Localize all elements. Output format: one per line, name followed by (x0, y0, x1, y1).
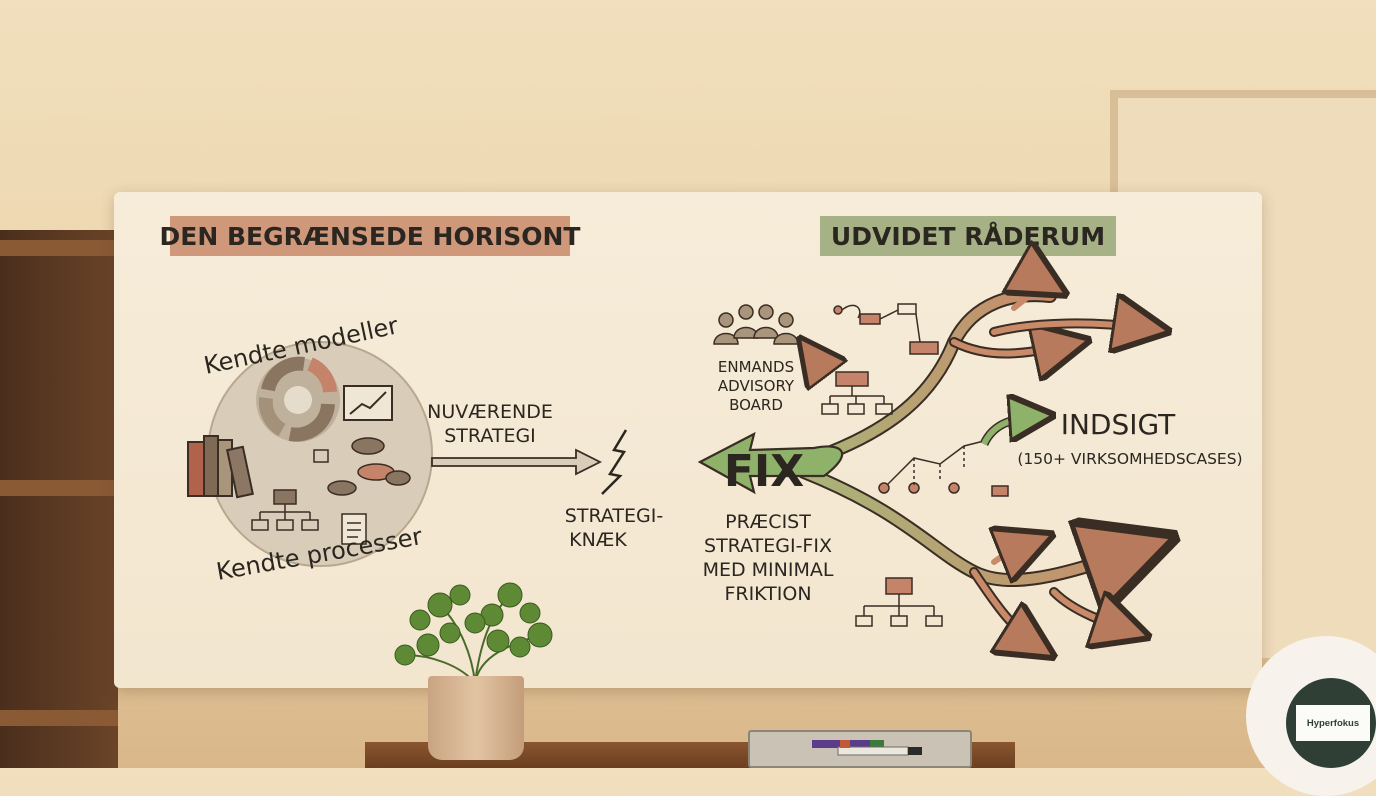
advisory-line2: ADVISORY (718, 377, 795, 395)
current-strategy-line2: STRATEGI (444, 425, 536, 447)
plant-pot (428, 676, 524, 760)
strategy-break-line1: STRATEGI- (565, 505, 663, 527)
right-title: UDVIDET RÅDERUM (820, 216, 1116, 256)
left-title-text: DEN BEGRÆNSEDE HORISONT (160, 222, 581, 251)
strategy-break: STRATEGI- KNÆK (565, 430, 663, 551)
lightning-icon (602, 430, 626, 494)
logo[interactable]: Hyperfokus (1296, 705, 1370, 741)
strategy-diagram: DEN BEGRÆNSEDE HORISONT UDVIDET RÅDERUM (114, 192, 1262, 688)
fix-desc-line4: FRIKTION (724, 583, 811, 605)
left-title: DEN BEGRÆNSEDE HORISONT (160, 216, 581, 256)
fix-label: FIX (724, 446, 804, 497)
advisory-board: ENMANDS ADVISORY BOARD (714, 305, 798, 414)
markers-icon (750, 732, 970, 766)
insight-detail: (150+ VIRKSOMHEDSCASES) (1017, 450, 1242, 468)
cycle-icon (256, 358, 340, 442)
insight-chart-icon (879, 440, 1008, 496)
mid-org-icon (804, 344, 892, 414)
insight: INDSIGT (150+ VIRKSOMHEDSCASES) (879, 408, 1243, 496)
branch-arrows (804, 287, 1160, 652)
advisory-line3: BOARD (729, 396, 783, 414)
current-strategy: NUVÆRENDE STRATEGI (427, 401, 600, 474)
strategy-break-line2: KNÆK (569, 529, 627, 551)
fix-desc-line2: STRATEGI-FIX (704, 535, 832, 557)
people-group-icon (714, 305, 798, 344)
marker-tray (748, 730, 972, 768)
logo-text: Hyperfokus (1307, 718, 1359, 729)
trend-chart-icon (344, 386, 392, 420)
top-flow-icon (834, 304, 938, 354)
insight-label: INDSIGT (1061, 408, 1176, 441)
plant-icon (380, 575, 570, 685)
current-strategy-line1: NUVÆRENDE (427, 401, 553, 423)
fix-arrow-group: FIX PRÆCIST STRATEGI-FIX MED MINIMAL FRI… (700, 434, 842, 605)
background-bookshelf (0, 230, 118, 768)
whiteboard: DEN BEGRÆNSEDE HORISONT UDVIDET RÅDERUM (114, 192, 1262, 688)
current-strategy-arrow (432, 450, 600, 474)
known-cluster: Kendte modeller Kendte processer (188, 311, 432, 586)
fix-desc-line1: PRÆCIST (725, 511, 811, 533)
right-title-text: UDVIDET RÅDERUM (831, 222, 1105, 251)
fix-desc-line3: MED MINIMAL (703, 559, 834, 581)
advisory-line1: ENMANDS (718, 358, 794, 376)
bottom-org-icon (856, 578, 942, 626)
